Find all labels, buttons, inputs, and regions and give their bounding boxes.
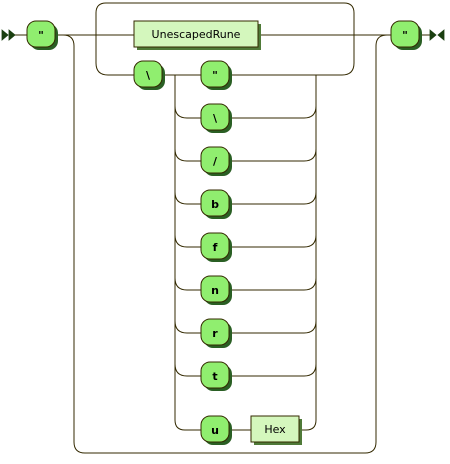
escape-option-label: / [213,155,218,168]
escape-option-f: f [200,232,232,262]
escape-option-label: " [212,69,218,82]
escape-option-label: \ [213,112,218,125]
escape-option-n: n [200,275,232,305]
connector-lines [15,2,430,454]
escape-terminal: \ [133,60,165,90]
open-quote-terminal: " [26,20,58,50]
unescaped-rune-nonterminal: UnescapedRune [133,20,261,50]
hex-nonterminal: Hex [250,415,302,445]
escape-option-u: u [200,415,232,445]
escape-option-label: r [212,327,218,340]
escape-option-label: n [211,284,219,297]
escape-option-slash: / [200,146,232,176]
escape-option-t: t [200,361,232,391]
escape-option-r: r [200,318,232,348]
close-quote-label: " [402,29,408,42]
start-marker [1,29,16,41]
open-quote-label: " [38,29,44,42]
end-marker [429,29,445,41]
escape-option-quote: " [200,60,232,90]
hex-label: Hex [264,423,286,436]
escape-option-label: u [211,424,219,437]
escape-option-label: t [212,370,217,383]
unescaped-rune-label: UnescapedRune [152,28,241,41]
escape-option-label: f [213,241,218,254]
escape-label: \ [146,69,151,82]
escape-option-b: b [200,189,232,219]
escape-option-backslash: \ [200,103,232,133]
close-quote-terminal: " [390,20,422,50]
escape-option-label: b [211,198,219,211]
